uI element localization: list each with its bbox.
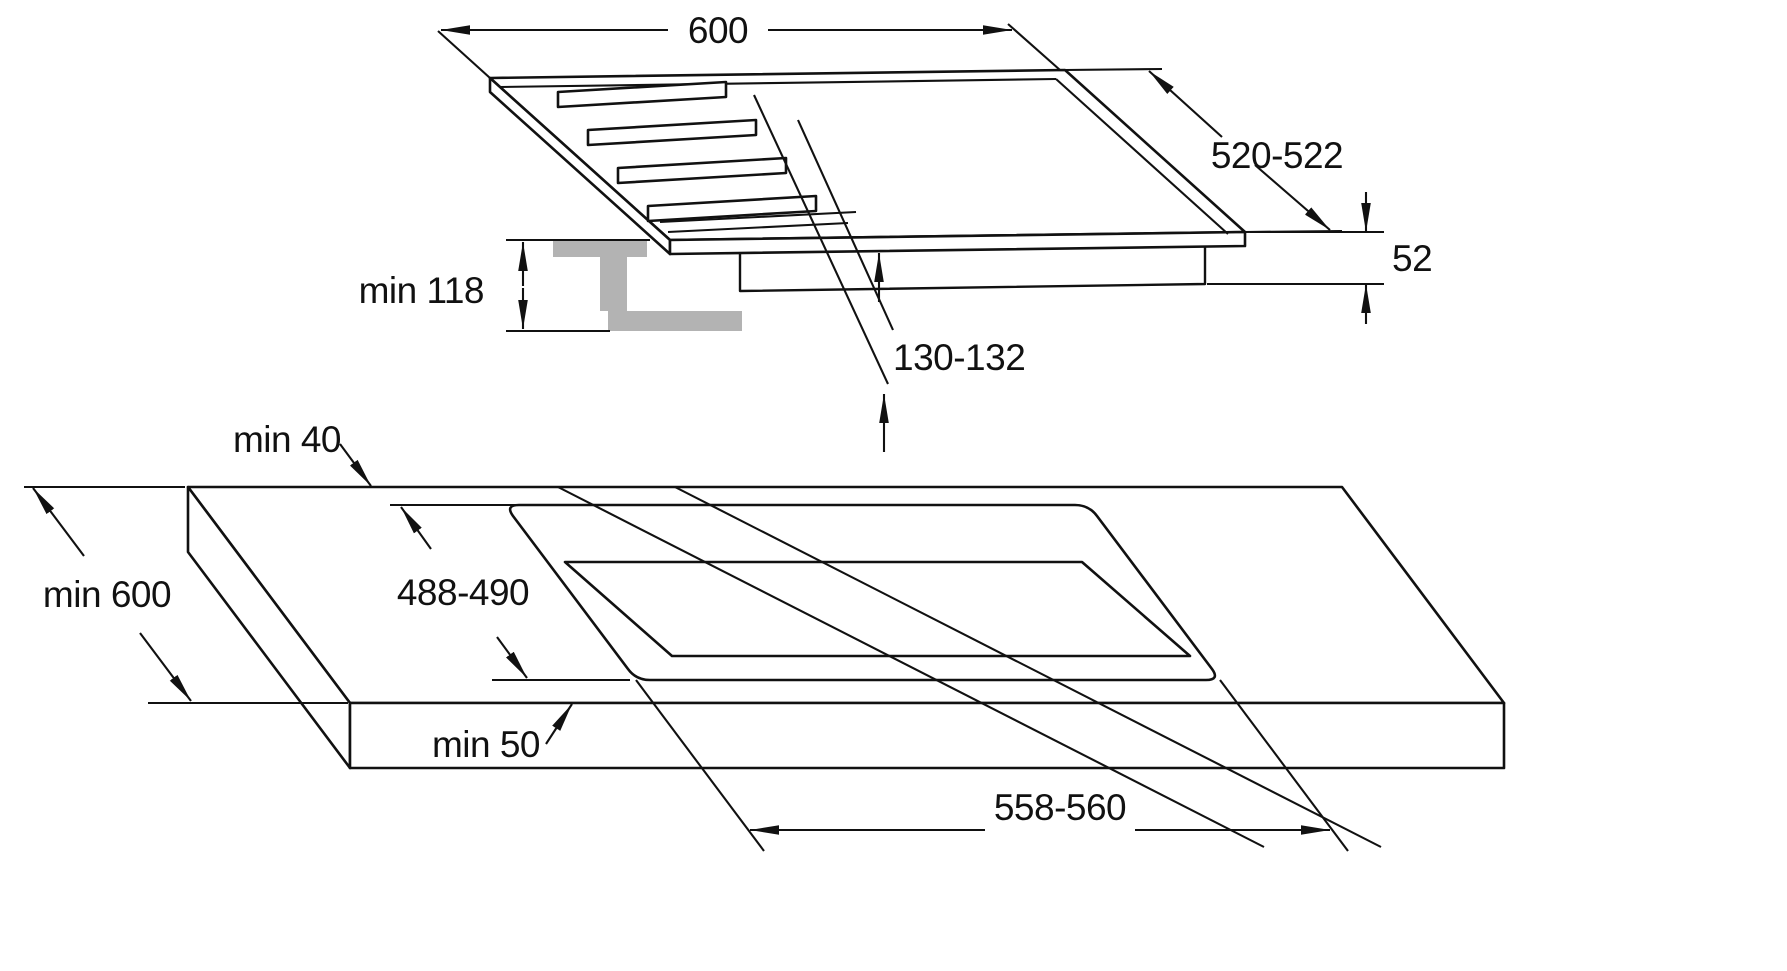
glass-bevel-right <box>1055 78 1229 235</box>
dim-arrow <box>400 506 432 550</box>
dim-arrow <box>32 487 85 557</box>
dim-cutout-width: 558-560 <box>994 787 1126 828</box>
projection-line <box>557 486 1265 848</box>
dim-arrow <box>545 703 573 745</box>
hob-view: 600 520-522 52 min 118 130-132 <box>359 10 1433 452</box>
worktop-view: min 40 min 600 488-490 min 50 558-560 <box>24 419 1506 852</box>
leader-line <box>753 94 889 385</box>
extension-line <box>1007 23 1061 71</box>
cutout-lower-lip <box>563 560 1192 658</box>
dim-hob-width: 600 <box>688 10 748 51</box>
dim-arrow <box>1148 70 1223 138</box>
hob-front-edge-face <box>668 230 1247 256</box>
extension-line <box>1064 67 1163 72</box>
dim-hob-depth: 520-522 <box>1211 135 1343 176</box>
hob-base-box <box>738 247 1207 293</box>
extension-line <box>437 30 491 79</box>
dim-worktop-depth: min 600 <box>43 574 171 615</box>
mounting-bracket <box>553 240 742 331</box>
dim-min-clearance: min 118 <box>359 270 484 311</box>
glass-bevel-top <box>499 77 1057 89</box>
burner-grate-bar <box>616 156 788 185</box>
dim-cutout-front-gap: min 50 <box>432 724 540 765</box>
burner-grate-bar <box>646 194 818 223</box>
projection-line <box>674 486 1382 848</box>
burner-grate-bar <box>556 80 728 109</box>
burner-detail-line <box>659 210 857 224</box>
dim-connection-offset: 130-132 <box>893 337 1025 378</box>
worktop-front-face <box>348 701 1506 770</box>
burner-detail-line <box>667 221 849 234</box>
dim-hob-height: 52 <box>1392 238 1432 279</box>
extension-line <box>635 679 765 852</box>
burner-grate-bar <box>586 118 758 147</box>
dim-cutout-depth: 488-490 <box>397 572 529 613</box>
dim-cutout-back-gap: min 40 <box>233 419 341 460</box>
dim-arrow <box>139 632 192 702</box>
dim-arrow <box>496 636 528 679</box>
extension-line <box>1219 679 1349 852</box>
leader-line <box>797 119 894 331</box>
dim-arrow <box>1254 164 1331 231</box>
dim-arrow <box>339 443 372 487</box>
